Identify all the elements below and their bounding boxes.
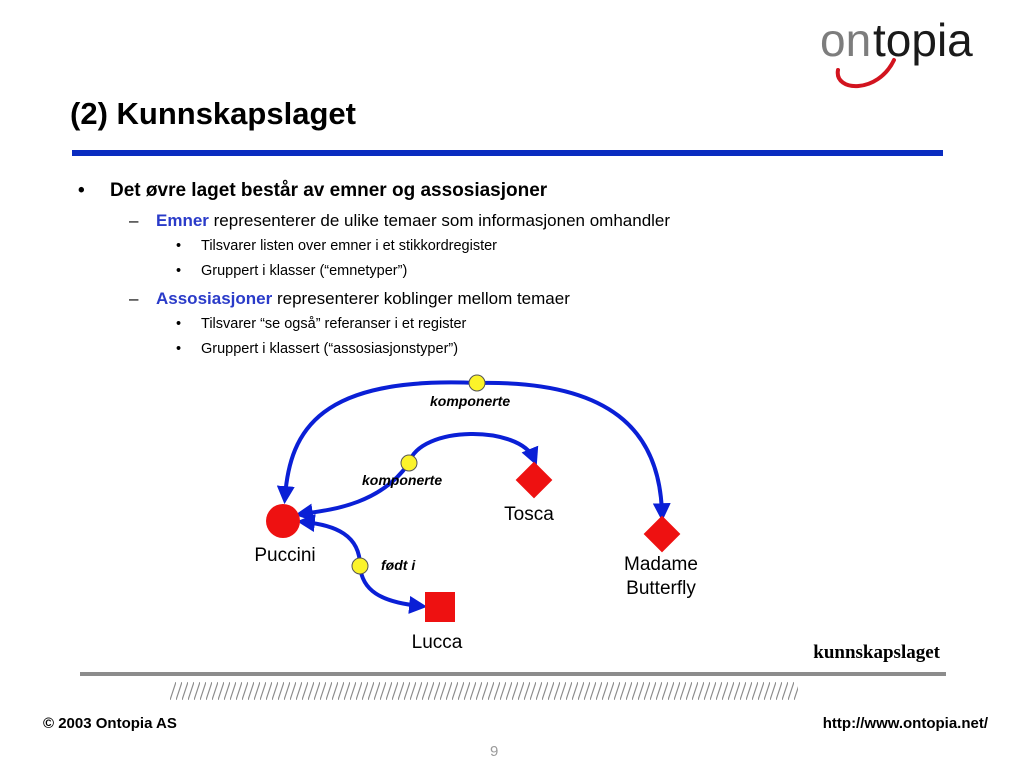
layer-caption: kunnskapslaget bbox=[813, 642, 940, 663]
website-link[interactable]: http://www.ontopia.net/ bbox=[822, 715, 988, 732]
arc-middle-to-puccini bbox=[294, 461, 411, 522]
topic-label-tosca: Tosca bbox=[504, 504, 554, 525]
footer-hatch-decoration bbox=[170, 682, 798, 700]
arc-born-to-puccini bbox=[296, 514, 362, 567]
topic-madame-butterfly bbox=[643, 515, 681, 553]
page-number: 9 bbox=[490, 743, 499, 760]
association-node-born bbox=[351, 557, 369, 575]
copyright-text: © 2003 Ontopia AS bbox=[43, 715, 177, 732]
association-label-top: komponerte bbox=[430, 393, 510, 409]
title-underline bbox=[72, 150, 943, 156]
logo-swoosh bbox=[835, 58, 896, 89]
dash-marker: – bbox=[129, 289, 139, 308]
sub-bullet-text: Gruppert i klassert (“assosiasjonstyper”… bbox=[201, 341, 459, 357]
topic-label-butterfly: Butterfly bbox=[626, 578, 696, 599]
arc-middle-to-tosca bbox=[407, 432, 539, 466]
bullet-text: Det øvre laget består av emner og assosi… bbox=[110, 180, 548, 201]
association-node-top bbox=[468, 374, 486, 392]
emner-description: representerer de ulike temaer som inform… bbox=[208, 211, 671, 230]
topic-lucca bbox=[425, 592, 455, 622]
assosiasjoner-description: representerer koblinger mellom temaer bbox=[272, 289, 570, 308]
logo-text-on: on bbox=[820, 14, 871, 66]
sub-bullet-text: Tilsvarer “se også” referanser i et regi… bbox=[201, 316, 467, 332]
association-label-born: født i bbox=[381, 557, 416, 573]
topic-label-madame: Madame bbox=[624, 554, 698, 575]
assosiasjoner-term: Assosiasjoner bbox=[156, 289, 273, 308]
sub-bullet-marker: • bbox=[176, 238, 182, 254]
sub-bullet-marker: • bbox=[176, 316, 182, 332]
ontopia-logo: on topia bbox=[820, 14, 973, 89]
slide-title: (2) Kunnskapslaget bbox=[70, 96, 356, 131]
emner-term: Emner bbox=[156, 211, 209, 230]
topic-label-puccini: Puccini bbox=[254, 545, 315, 566]
sub-bullet-marker: • bbox=[176, 263, 182, 279]
arc-top-to-madame-butterfly bbox=[476, 380, 671, 522]
bullet-marker: • bbox=[78, 180, 85, 201]
sub-bullet-text: Gruppert i klasser (“emnetyper”) bbox=[201, 263, 408, 279]
arc-top-to-puccini bbox=[276, 380, 478, 505]
topic-label-lucca: Lucca bbox=[412, 632, 463, 653]
sub-bullet-marker: • bbox=[176, 341, 182, 357]
association-node-middle bbox=[400, 454, 418, 472]
logo-text-topia: topia bbox=[873, 14, 973, 66]
sub-bullet-text: Tilsvarer listen over emner i et stikkor… bbox=[201, 238, 497, 254]
dash-marker: – bbox=[129, 211, 139, 230]
topic-tosca bbox=[515, 461, 553, 499]
association-label-middle: komponerte bbox=[362, 472, 442, 488]
topic-puccini bbox=[266, 504, 300, 538]
topic-map-diagram: komponerte komponerte født i Puccini Tos… bbox=[254, 374, 698, 653]
footer-rule bbox=[80, 672, 946, 676]
